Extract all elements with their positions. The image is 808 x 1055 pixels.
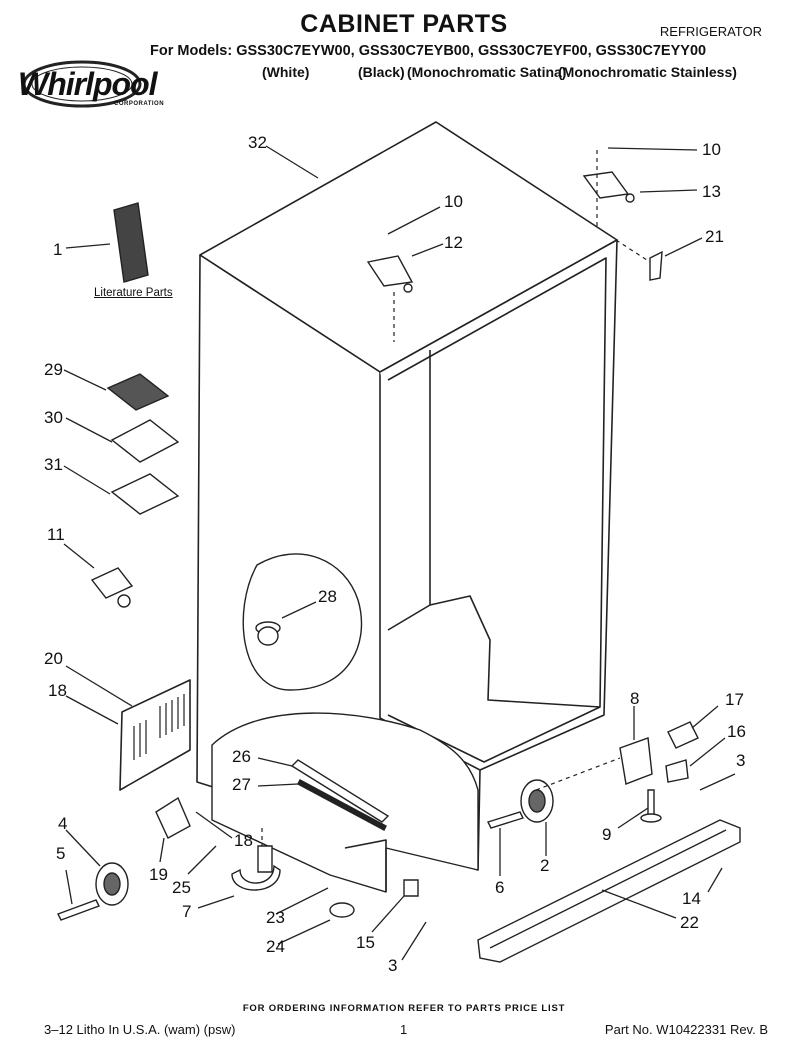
callout-11: 11 [47, 525, 65, 544]
logo-wordmark: Whirlpool [18, 66, 158, 102]
callout-21: 21 [705, 227, 724, 246]
callout-12: 12 [444, 233, 463, 252]
models-line: For Models: GSS30C7EYW00, GSS30C7EYB00, … [150, 43, 707, 59]
callout-18-left: 18 [48, 681, 67, 700]
callout-23: 23 [266, 908, 285, 927]
callout-28: 28 [318, 587, 337, 606]
color-stainless: (Monochromatic Stainless) [558, 64, 737, 80]
callout-8: 8 [630, 689, 640, 708]
litho-info: 3–12 Litho In U.S.A. (wam) (psw) [44, 1022, 236, 1037]
page-number: 1 [400, 1022, 408, 1037]
callout-15: 15 [356, 933, 375, 952]
callout-1: 1 [53, 240, 63, 259]
page-title: CABINET PARTS [300, 10, 508, 38]
callout-22: 22 [680, 913, 699, 932]
callout-25: 25 [172, 878, 191, 897]
color-satina: (Monochromatic Satina) [407, 64, 567, 80]
callout-29: 29 [44, 360, 63, 379]
callout-10-top-left: 10 [444, 192, 463, 211]
color-white: (White) [262, 64, 310, 80]
callout-16: 16 [727, 722, 746, 741]
callout-14: 14 [682, 889, 701, 908]
logo-subtitle: CORPORATION [114, 101, 165, 107]
callout-31: 31 [44, 455, 63, 474]
callout-24: 24 [266, 937, 285, 956]
callout-3-right: 3 [736, 751, 746, 770]
part-number: Part No. W10422331 Rev. B [604, 1022, 768, 1037]
callout-10-top-right: 10 [702, 140, 721, 159]
callout-20: 20 [44, 649, 63, 668]
callout-19: 19 [149, 865, 168, 884]
callout-3-bottom: 3 [388, 956, 398, 975]
callout-30: 30 [44, 408, 63, 427]
category-label: REFRIGERATOR [659, 24, 762, 39]
callout-9: 9 [602, 825, 612, 844]
callout-7: 7 [182, 902, 192, 921]
ordering-note: FOR ORDERING INFORMATION REFER TO PARTS … [242, 1003, 566, 1014]
callout-13: 13 [702, 182, 721, 201]
literature-parts-label: Literature Parts [94, 287, 173, 299]
callout-4: 4 [58, 814, 68, 833]
callout-26: 26 [232, 747, 251, 766]
callout-2: 2 [540, 856, 550, 875]
callout-17: 17 [725, 690, 744, 709]
callout-5: 5 [56, 844, 66, 863]
whirlpool-logo [22, 60, 142, 108]
callout-18-bottom: 18 [234, 831, 253, 850]
cabinet-front [379, 239, 618, 771]
callout-6: 6 [495, 878, 505, 897]
callout-27: 27 [232, 775, 251, 794]
color-black: (Black) [358, 64, 405, 80]
callout-32: 32 [248, 133, 267, 152]
